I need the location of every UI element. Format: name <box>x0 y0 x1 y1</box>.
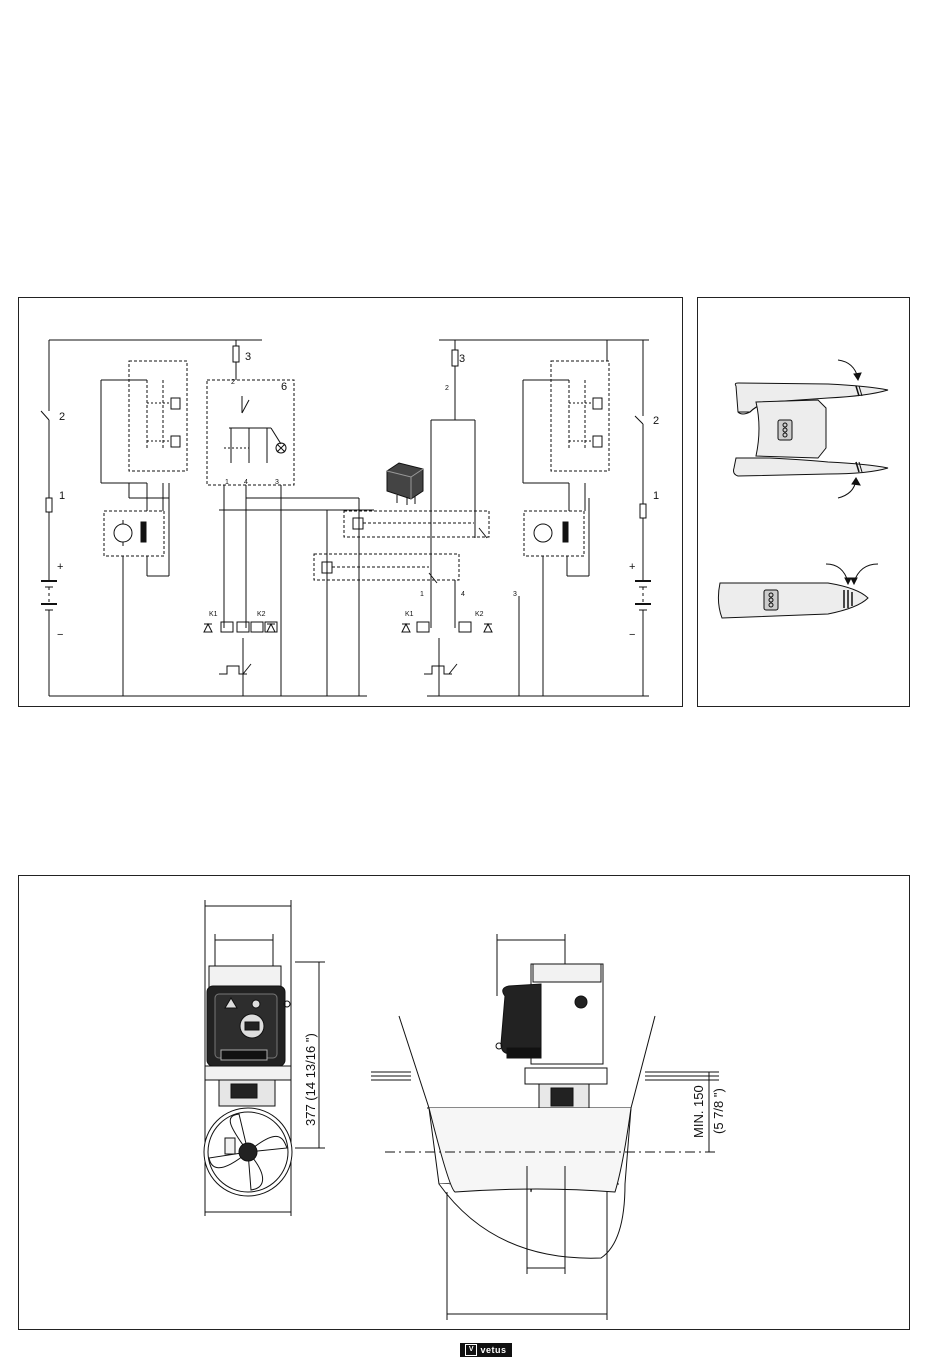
min-depth-label: MIN. 150 <box>691 1085 706 1138</box>
main-fuse-label-right: 1 <box>653 490 659 502</box>
wire-label-4-right: 4 <box>461 591 465 598</box>
hull-positions-diagram <box>698 298 909 706</box>
minus-label-right: − <box>629 629 635 641</box>
logo-mark-icon: V <box>465 1344 477 1356</box>
wire-label-4: 4 <box>244 479 248 486</box>
plus-label-left: + <box>57 561 63 573</box>
wire-label-1: 1 <box>225 479 229 486</box>
dimension-labels: 377 (14 13/16 ") MIN. 150 (5 7/8 ") <box>19 876 909 1329</box>
logo-text: vetus <box>480 1345 506 1355</box>
k2-label-right: K2 <box>475 611 484 618</box>
fuse-label-left: 3 <box>245 351 251 363</box>
height-dimension-label: 377 (14 13/16 ") <box>303 1033 318 1126</box>
switch-label-left: 2 <box>59 411 65 423</box>
panel-label: 6 <box>281 381 287 393</box>
wiring-labels: 3 3 2 2 1 1 6 + − + − K1 K2 K1 K2 2 2 1 … <box>19 298 682 706</box>
wire-label-2-right: 2 <box>445 385 449 392</box>
dimensions-panel: 377 (14 13/16 ") MIN. 150 (5 7/8 ") <box>18 875 910 1330</box>
min-depth-inch-label: (5 7/8 ") <box>711 1088 726 1134</box>
main-fuse-label-left: 1 <box>59 490 65 502</box>
wire-label-3-right: 3 <box>513 591 517 598</box>
switch-label-right: 2 <box>653 415 659 427</box>
fuse-label-right: 3 <box>459 353 465 365</box>
wiring-diagram-panel: 3 3 2 2 1 1 6 + − + − K1 K2 K1 K2 2 2 1 … <box>18 297 683 707</box>
wire-label-2-left: 2 <box>231 379 235 386</box>
k2-label-left: K2 <box>257 611 266 618</box>
plus-label-right: + <box>629 561 635 573</box>
hull-position-panel <box>697 297 910 707</box>
k1-label-right: K1 <box>405 611 414 618</box>
minus-label-left: − <box>57 629 63 641</box>
wire-label-3: 3 <box>275 479 279 486</box>
wire-label-1-right: 1 <box>420 591 424 598</box>
vetus-logo: V vetus <box>460 1343 512 1357</box>
k1-label-left: K1 <box>209 611 218 618</box>
